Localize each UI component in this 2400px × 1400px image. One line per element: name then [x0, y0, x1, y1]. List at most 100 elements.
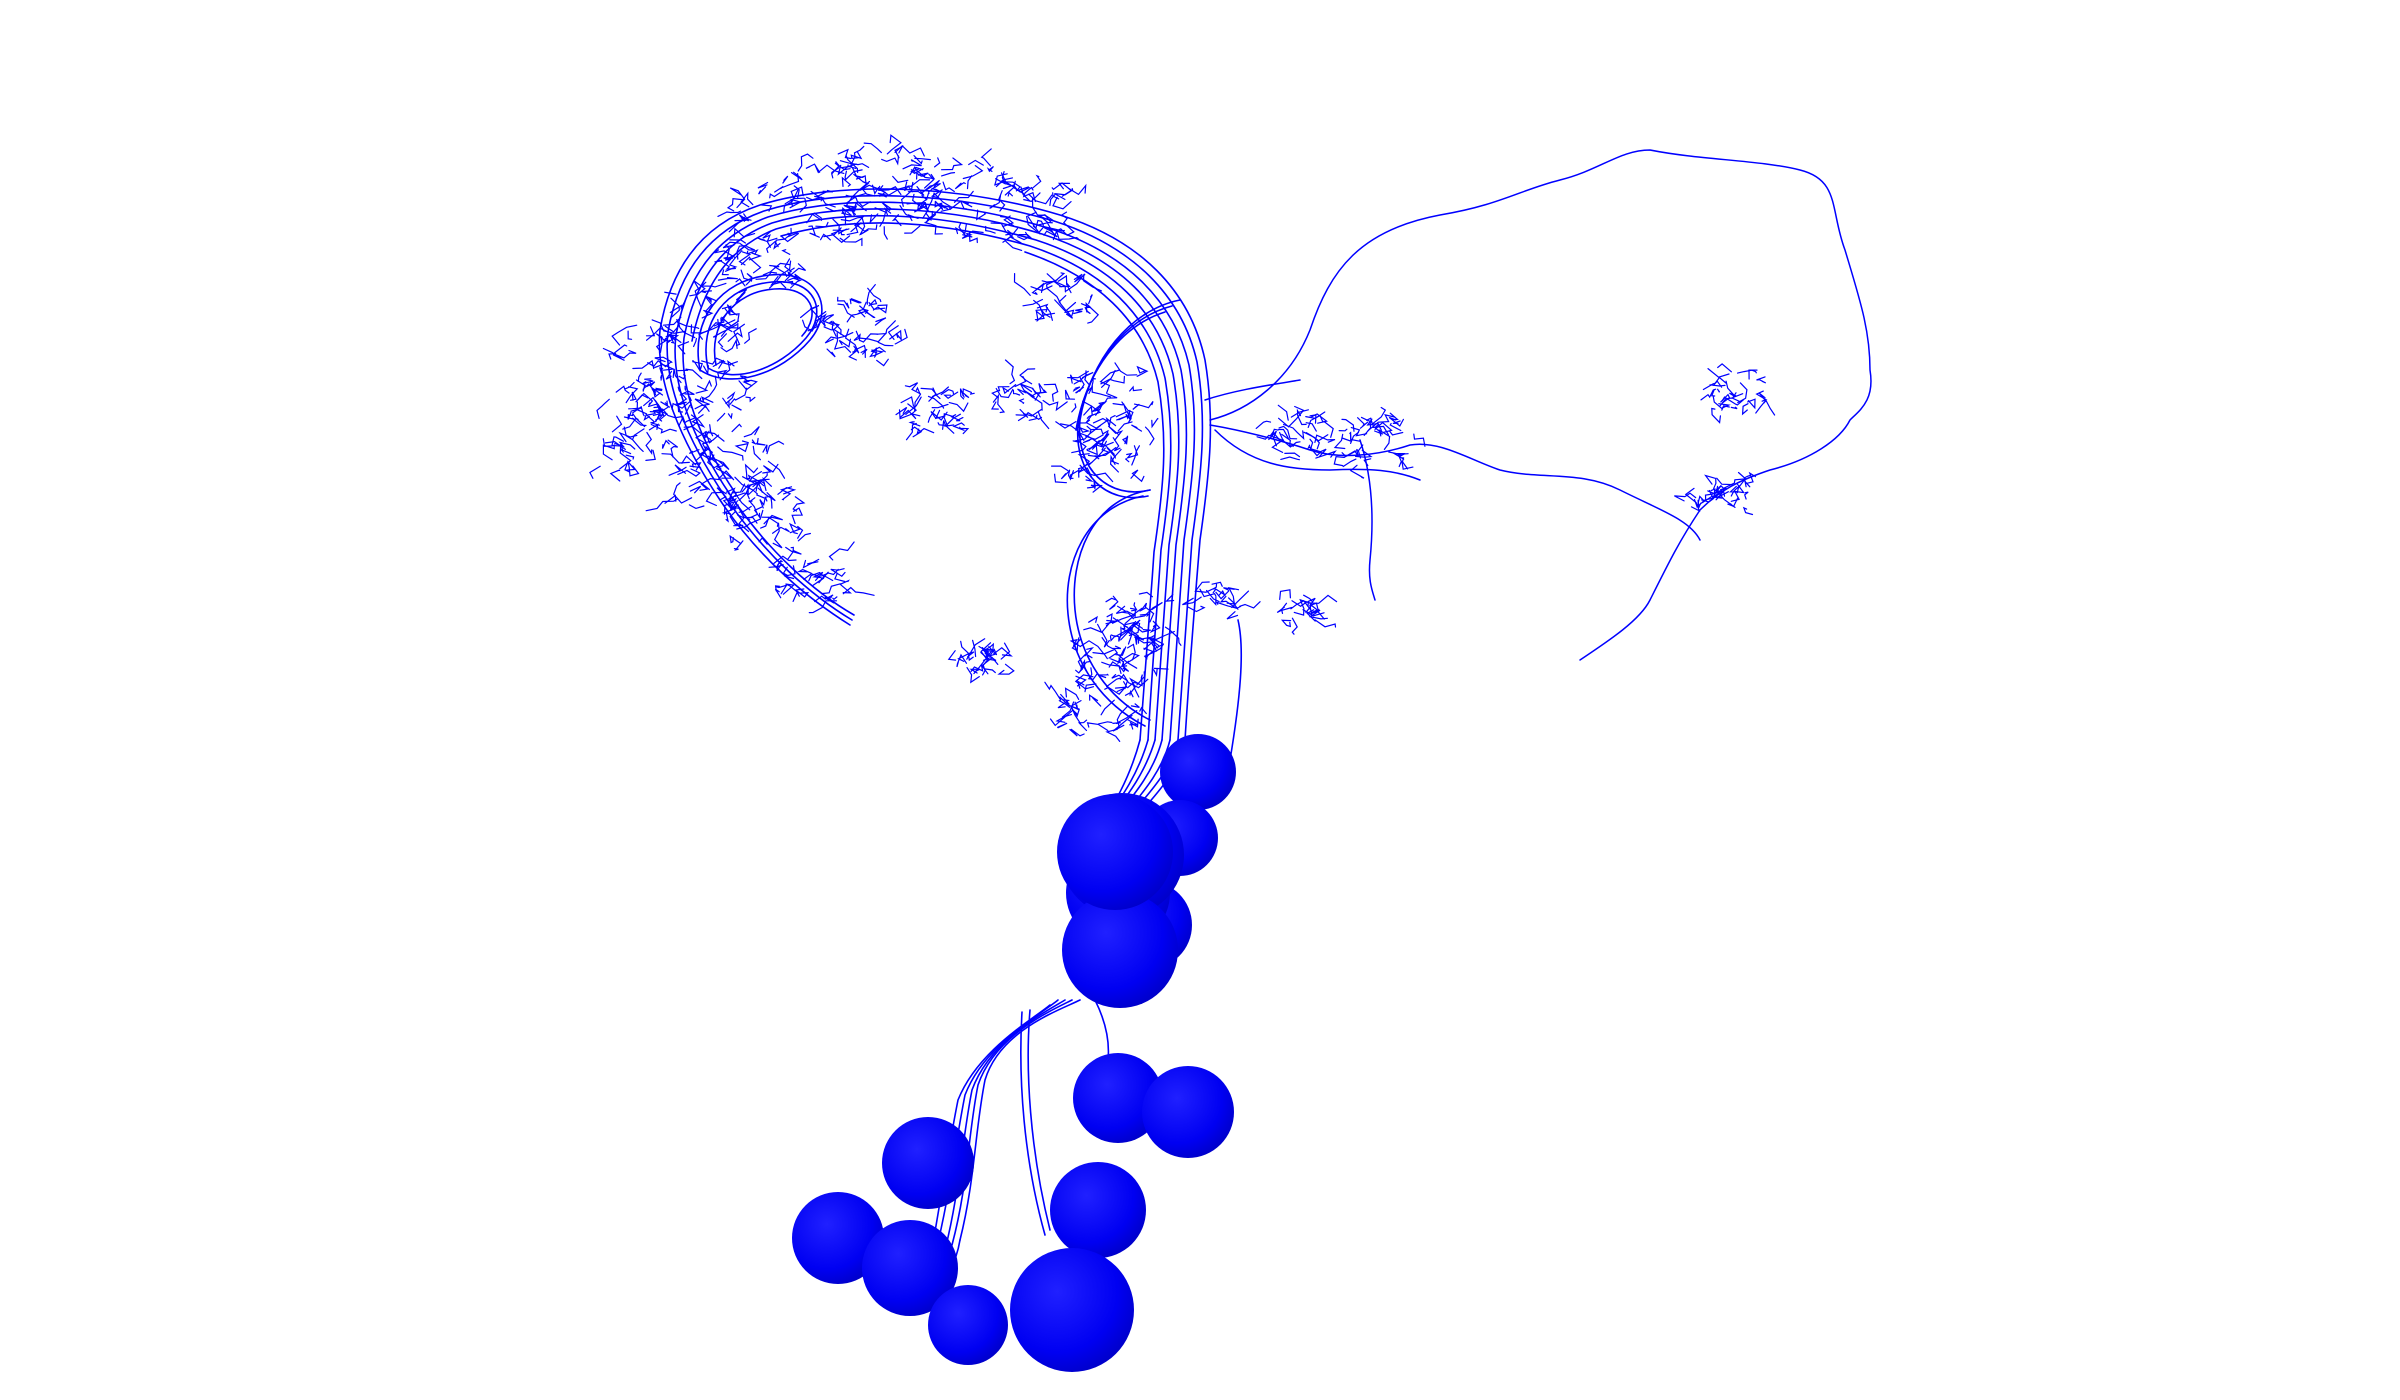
twig [1140, 674, 1143, 681]
twig [1036, 303, 1053, 321]
twig [661, 453, 690, 464]
twig [1130, 469, 1145, 483]
twig [690, 323, 723, 334]
twig [701, 290, 712, 294]
twig [752, 445, 761, 461]
twig [792, 590, 800, 602]
twig [993, 647, 1013, 657]
twig [980, 648, 994, 659]
twig [1031, 282, 1045, 296]
twig [716, 369, 728, 378]
twig [762, 231, 771, 248]
twig [985, 225, 996, 234]
twig [832, 596, 838, 601]
twig [828, 541, 855, 561]
twig [716, 487, 727, 501]
twig [1078, 467, 1093, 478]
twig [1727, 497, 1739, 508]
twig [1213, 583, 1218, 590]
twig [794, 273, 801, 282]
twig [655, 336, 668, 354]
twig [726, 198, 743, 212]
twig [913, 204, 926, 213]
twig [733, 227, 756, 238]
twig [994, 173, 1008, 186]
twig [1081, 370, 1094, 379]
twig [1305, 604, 1319, 614]
twig [1305, 422, 1317, 432]
twig [1129, 385, 1143, 392]
soma-sphere [1050, 1162, 1146, 1258]
twig [623, 460, 636, 473]
twig [860, 348, 868, 355]
twig [709, 424, 714, 437]
twig [1114, 633, 1122, 642]
twig [704, 379, 712, 390]
twig [904, 382, 922, 395]
twig [1031, 174, 1042, 191]
twig [1016, 186, 1030, 193]
twig [907, 214, 919, 222]
twig [1067, 370, 1089, 379]
twig [1034, 383, 1046, 401]
twig [834, 162, 851, 171]
twig [1280, 619, 1292, 628]
twig [668, 466, 687, 476]
twig [1104, 393, 1118, 404]
twig [784, 263, 807, 282]
twig [1072, 386, 1081, 393]
twig [1388, 416, 1404, 427]
twig [774, 588, 782, 599]
twig [1153, 630, 1175, 645]
twig [806, 212, 823, 224]
twig [740, 256, 762, 274]
twig [1052, 196, 1072, 210]
twig [1025, 211, 1044, 234]
twig [1000, 172, 1021, 192]
twig [1019, 368, 1036, 385]
twig [1704, 493, 1715, 501]
twig [1269, 431, 1281, 441]
twig [1086, 425, 1109, 435]
twig [1215, 590, 1230, 600]
twig [722, 397, 730, 410]
twig [699, 477, 722, 491]
twig [1088, 377, 1096, 395]
twig [955, 224, 967, 235]
twig [876, 320, 896, 335]
twig [1080, 659, 1088, 673]
twig [735, 278, 746, 287]
twig [735, 288, 748, 304]
twig [723, 501, 734, 515]
twig [1370, 406, 1387, 426]
twig [1095, 401, 1108, 412]
twig [1747, 398, 1756, 410]
twig [773, 238, 786, 250]
soma-sphere [928, 1285, 1008, 1365]
twig [772, 526, 790, 534]
twig [942, 420, 955, 434]
twig [1000, 216, 1015, 228]
twig [931, 386, 949, 398]
twig [667, 439, 679, 458]
twig [758, 537, 768, 545]
twig [1296, 408, 1307, 426]
twig [1308, 594, 1338, 604]
twig [1290, 600, 1312, 611]
twig [645, 449, 656, 461]
twig [774, 585, 780, 592]
twig [797, 525, 804, 539]
twig [723, 254, 735, 261]
twig [664, 494, 677, 504]
twig [1091, 402, 1104, 416]
twig [1127, 643, 1136, 661]
twig [699, 281, 727, 288]
twig [1116, 681, 1128, 693]
twig [1030, 285, 1053, 292]
dendritic-twigs [589, 134, 1776, 742]
twig [636, 401, 650, 421]
twig [1139, 613, 1151, 617]
twig [753, 506, 763, 520]
twig [1737, 369, 1757, 374]
twig [729, 387, 748, 405]
